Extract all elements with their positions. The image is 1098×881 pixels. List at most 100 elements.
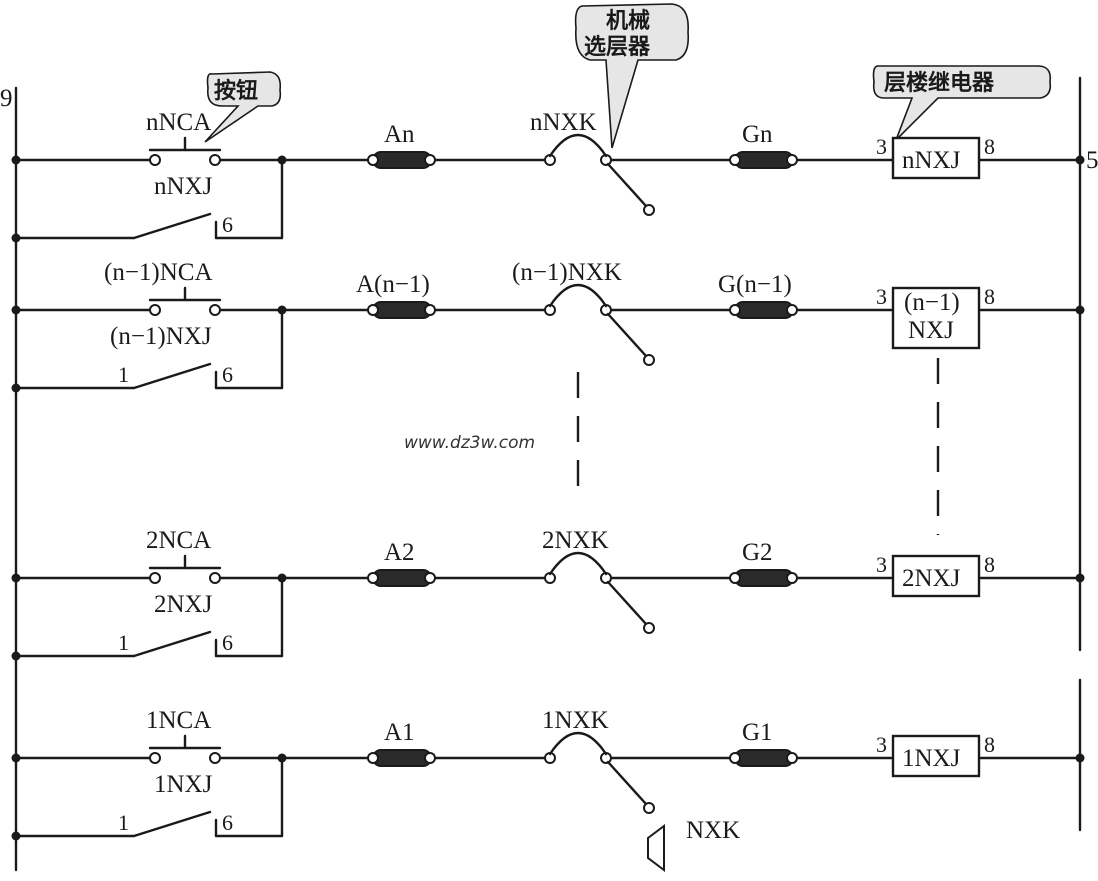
callout-relay-text: 层楼继电器: [884, 70, 995, 96]
button-label: 1NCA: [146, 707, 211, 734]
contact-number-right: 6: [222, 810, 233, 835]
junction-dot: [1075, 573, 1085, 583]
selector-label: (n−1)NXK: [512, 259, 622, 286]
button-terminal: [149, 154, 161, 166]
indicator-lamp-g: [734, 301, 794, 319]
selector-end-label: NXK: [686, 817, 740, 844]
selector-arm: [606, 580, 648, 626]
holding-contact-label: 2NXJ: [154, 591, 213, 618]
lamp-terminal: [424, 752, 436, 764]
selector-label: nNXK: [530, 109, 597, 136]
button-terminal: [209, 752, 221, 764]
lamp-terminal: [786, 572, 798, 584]
lamp-terminal: [367, 154, 379, 166]
selector-label: 2NXK: [542, 527, 609, 554]
junction-dot: [1075, 305, 1085, 315]
lamp-terminal: [729, 572, 741, 584]
lamp-g-label: G2: [742, 539, 773, 566]
relay-terminal-3: 3: [876, 134, 887, 159]
contact-number-right: 6: [222, 212, 233, 237]
relay-terminal-8: 8: [984, 134, 995, 159]
lamp-terminal: [367, 752, 379, 764]
floor-relay: [891, 286, 981, 350]
right-bus-label: 5: [1086, 147, 1098, 174]
relay-terminal-3: 3: [876, 732, 887, 757]
relay-label-line2: NXJ: [908, 317, 954, 344]
holding-contact-blade: [132, 810, 212, 838]
floor-relay: [891, 554, 981, 598]
lamp-a-label: A1: [384, 719, 415, 746]
circuit-row: 2NCA 2NXJ 1 6 A2 2NXK G2 3 8 2NXJ: [11, 527, 1085, 661]
holding-contact-blade: [132, 362, 212, 390]
relay-terminal-3: 3: [876, 284, 887, 309]
lamp-terminal: [786, 154, 798, 166]
lamp-g-label: G1: [742, 719, 773, 746]
indicator-lamp-g: [734, 151, 794, 169]
button-terminal: [209, 304, 221, 316]
button-terminal: [149, 752, 161, 764]
contact-number-right: 6: [222, 630, 233, 655]
lamp-terminal: [786, 304, 798, 316]
indicator-lamp-g: [734, 749, 794, 767]
relay-terminal-8: 8: [984, 552, 995, 577]
callout-selector-line2: 选层器: [584, 35, 651, 60]
holding-contact-blade: [132, 630, 212, 658]
selector-arm: [606, 162, 648, 208]
lamp-terminal: [424, 572, 436, 584]
selector-terminal: [643, 802, 655, 814]
lamp-terminal: [424, 154, 436, 166]
holding-contact-label: nNXJ: [154, 173, 213, 200]
button-label: 2NCA: [146, 527, 211, 554]
indicator-lamp-a: [372, 151, 432, 169]
contact-number-right: 6: [222, 362, 233, 387]
selector-arc: [548, 731, 608, 756]
lamp-terminal: [729, 154, 741, 166]
relay-terminal-8: 8: [984, 732, 995, 757]
selector-arc: [548, 133, 608, 158]
relay-label: nNXJ: [902, 147, 961, 174]
junction-dot: [11, 573, 21, 583]
holding-contact-label: (n−1)NXJ: [110, 323, 212, 350]
button-terminal: [209, 572, 221, 584]
left-bus-label: 9: [0, 85, 13, 112]
callout-floor-relay: 层楼继电器: [872, 65, 1052, 141]
lamp-a-label: A2: [384, 539, 415, 566]
indicator-lamp-a: [372, 749, 432, 767]
button-label: (n−1)NCA: [104, 259, 213, 286]
button-terminal: [209, 154, 221, 166]
selector-label: 1NXK: [542, 707, 609, 734]
relay-label: 1NXJ: [902, 745, 961, 772]
lamp-terminal: [729, 752, 741, 764]
indicator-lamp-g: [734, 569, 794, 587]
holding-contact-blade: [132, 212, 212, 240]
lamp-g-label: G(n−1): [718, 271, 792, 298]
floor-relay: [891, 136, 981, 180]
lamp-terminal: [367, 304, 379, 316]
lamp-terminal: [786, 752, 798, 764]
holding-contact-label: 1NXJ: [154, 771, 213, 798]
relay-terminal-8: 8: [984, 284, 995, 309]
selector-end-symbol: NXK: [647, 817, 740, 872]
contact-number-left: 1: [118, 630, 129, 655]
callout-selector-line1: 机械: [606, 9, 650, 34]
junction-dot: [1075, 155, 1085, 165]
selector-arc: [548, 283, 608, 308]
callout-mechanical-selector: 机械 选层器: [574, 3, 690, 149]
callout-button-text: 按钮: [214, 78, 258, 104]
relay-terminal-3: 3: [876, 552, 887, 577]
indicator-lamp-a: [372, 569, 432, 587]
lamp-g-label: Gn: [742, 121, 773, 148]
relay-label: 2NXJ: [902, 565, 961, 592]
junction-dot: [11, 155, 21, 165]
lamp-a-label: A(n−1): [356, 271, 430, 298]
contact-number-left: 1: [118, 810, 129, 835]
contact-number-left: 1: [118, 362, 129, 387]
button-label: nNCA: [146, 109, 211, 136]
relay-label-line1: (n−1): [904, 289, 960, 316]
selector-terminal: [643, 204, 655, 216]
selector-arm: [606, 760, 648, 806]
selector-arc: [548, 551, 608, 576]
